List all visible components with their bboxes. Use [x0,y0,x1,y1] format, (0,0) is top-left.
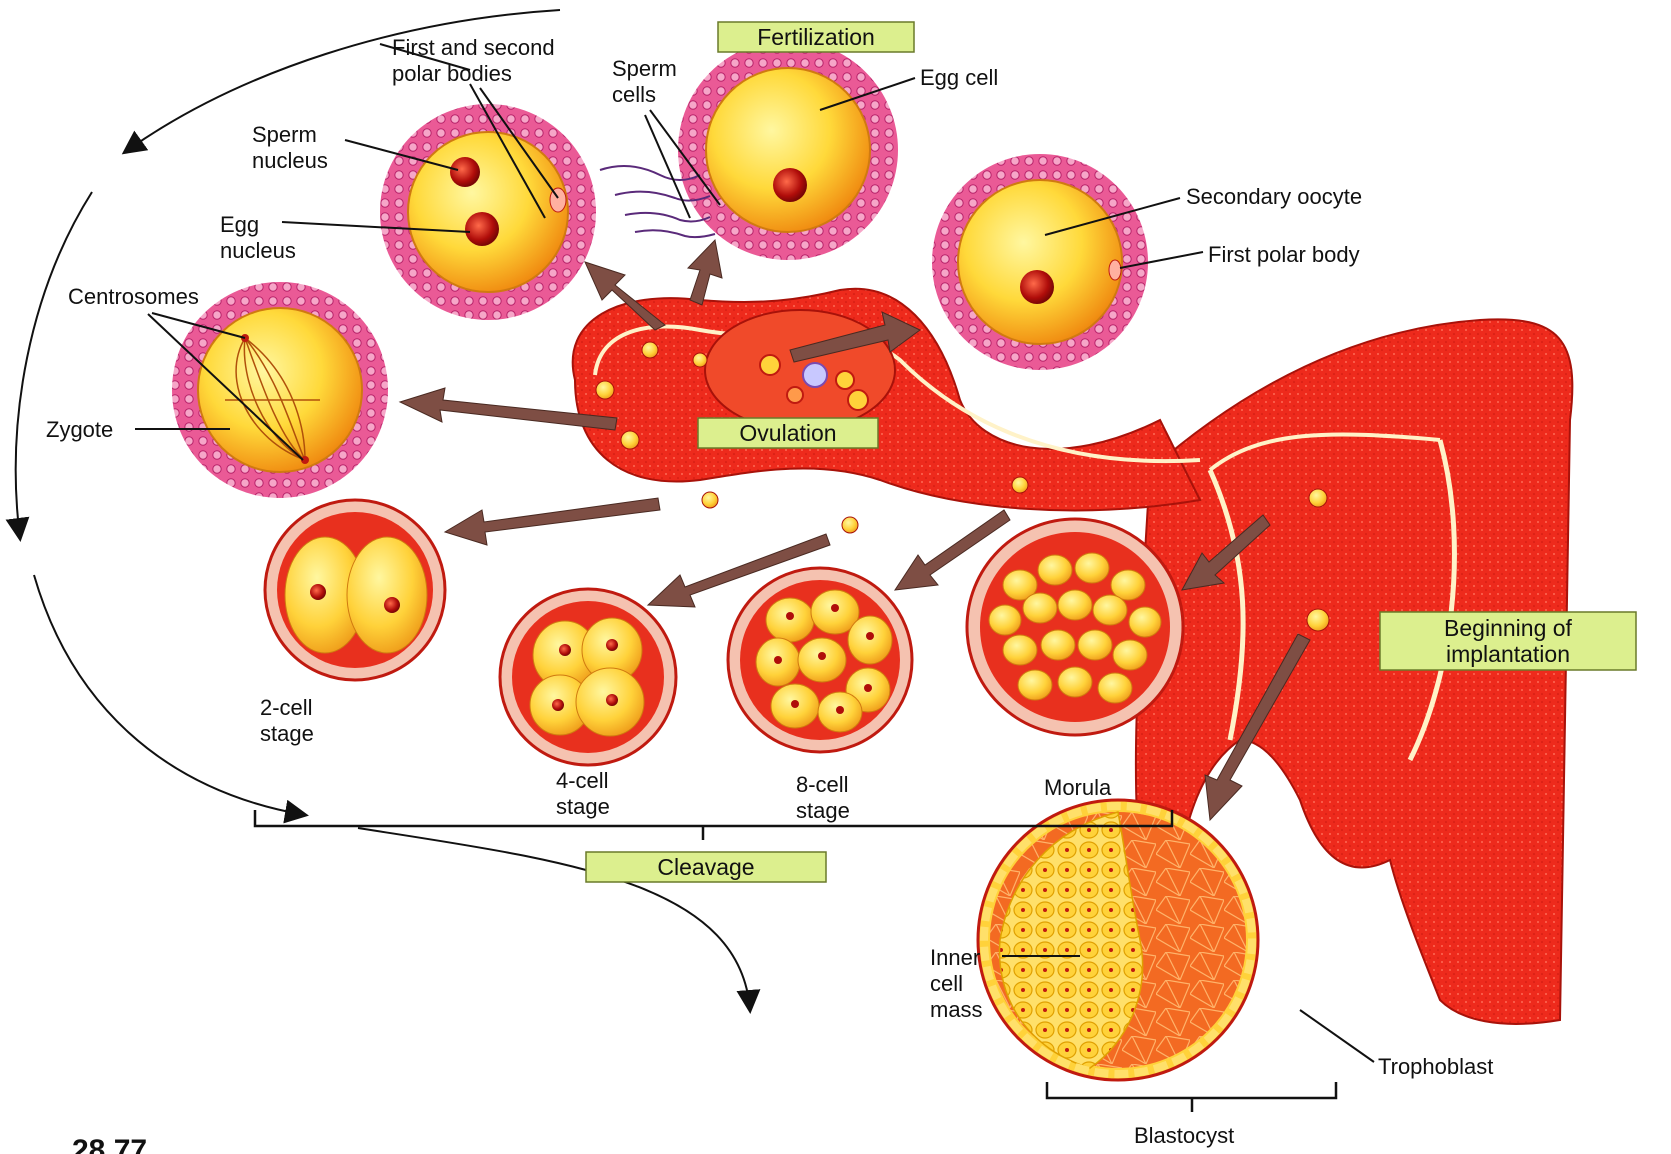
label-four-cell-2: stage [556,794,610,819]
arrow-to-2cell [445,498,660,545]
label-sperm-nucleus-2: nucleus [252,148,328,173]
label-inner-cell-mass-3: mass [930,997,983,1022]
label-polar-bodies-2: polar bodies [392,61,512,86]
banner-implantation-line2: implantation [1446,641,1570,667]
morula [967,519,1183,735]
four-cell-embryo [500,589,676,765]
label-egg-cell: Egg cell [920,65,998,90]
label-blastocyst: Blastocyst [1134,1123,1234,1148]
label-polar-bodies-1: First and second [392,35,555,60]
arrow-to-egg-cell [688,240,722,305]
label-egg-nucleus-1: Egg [220,212,259,237]
leader-trophoblast [1300,1010,1374,1062]
label-inner-cell-mass-1: Inner [930,945,980,970]
label-trophoblast: Trophoblast [1378,1054,1493,1079]
label-zygote: Zygote [46,417,113,442]
banner-implantation-line1: Beginning of [1444,615,1572,641]
blastocyst-bracket [1047,1082,1336,1112]
banner-cleavage-text: Cleavage [657,854,754,880]
label-eight-cell-1: 8-cell [796,772,849,797]
banner-implantation: Beginning of implantation [1380,612,1636,670]
sperm-nucleus [450,157,480,187]
label-sperm-cells-1: Sperm [612,56,677,81]
label-centrosomes: Centrosomes [68,284,199,309]
label-sperm-nucleus-1: Sperm [252,122,317,147]
label-sperm-cells-2: cells [612,82,656,107]
banner-fertilization: Fertilization [718,22,914,52]
label-egg-nucleus-2: nucleus [220,238,296,263]
eight-cell-embryo [728,568,912,752]
two-cell-embryo [265,500,445,680]
label-morula: Morula [1044,775,1112,800]
banner-fertilization-text: Fertilization [757,24,875,50]
banner-cleavage: Cleavage [586,852,826,882]
fertilized-egg [380,104,596,320]
label-secondary-oocyte: Secondary oocyte [1186,184,1362,209]
secondary-oocyte [932,154,1148,370]
label-two-cell-1: 2-cell [260,695,313,720]
label-two-cell-2: stage [260,721,314,746]
egg-nucleus [465,212,499,246]
first-polar-body [1109,260,1121,280]
egg-cell-nucleus [773,168,807,202]
banner-ovulation: Ovulation [698,418,878,448]
oocyte-nucleus [1020,270,1054,304]
ovary [705,310,895,430]
banner-ovulation-text: Ovulation [739,420,836,446]
label-figure-number: 28.77 [72,1134,147,1154]
blastocyst [978,800,1258,1080]
label-four-cell-1: 4-cell [556,768,609,793]
flow-arrow-left [16,192,92,538]
label-inner-cell-mass-2: cell [930,971,963,996]
zygote [172,282,388,498]
label-first-polar-body: First polar body [1208,242,1360,267]
label-eight-cell-2: stage [796,798,850,823]
